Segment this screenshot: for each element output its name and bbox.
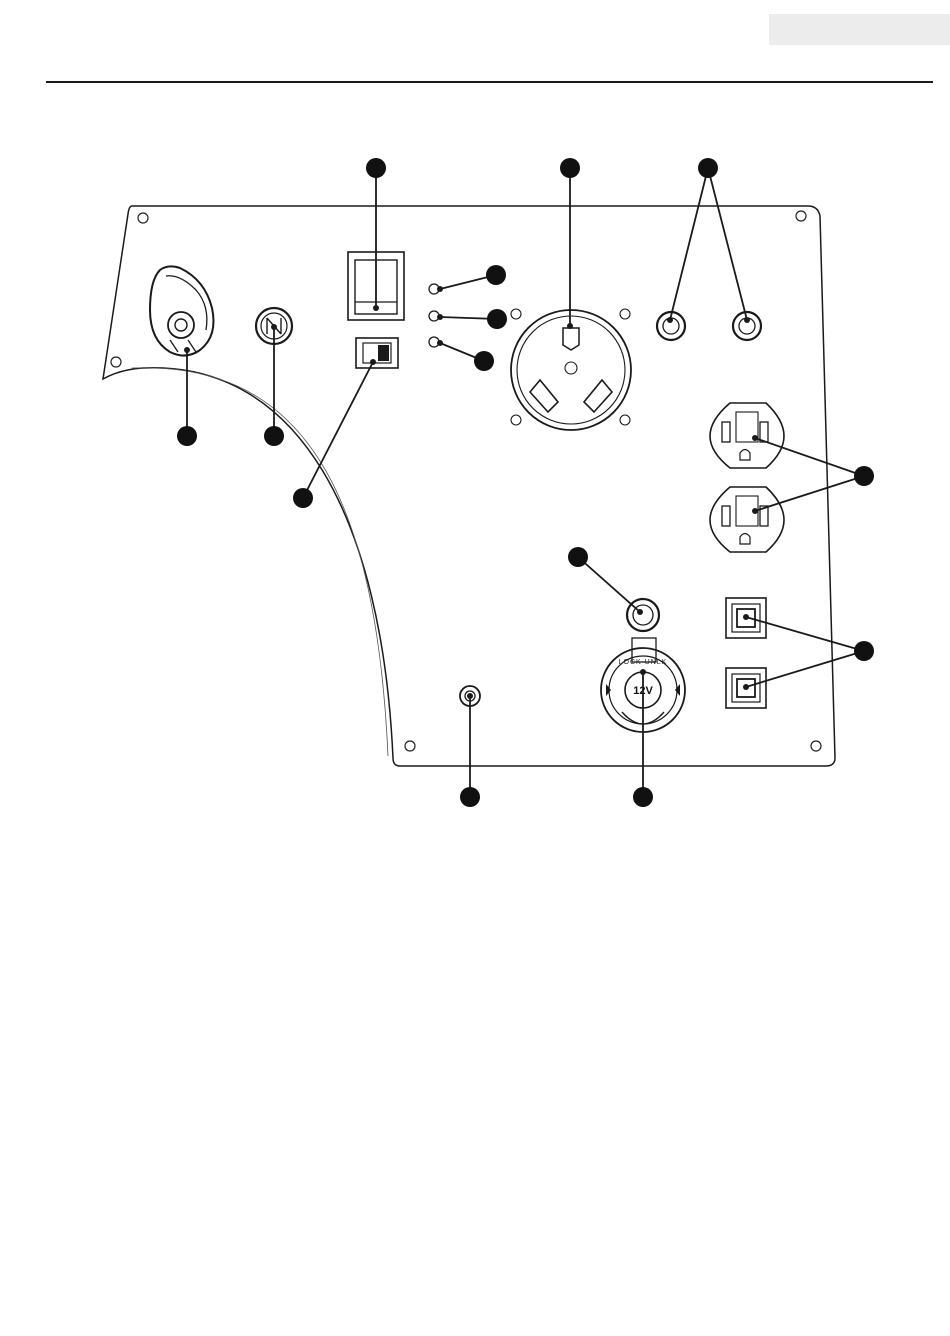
screw-icon (811, 741, 821, 751)
screw-icon (138, 213, 148, 223)
choke-key-icon[interactable] (150, 266, 214, 355)
callout-badge (698, 158, 718, 178)
callout-badge (264, 426, 284, 446)
panel-cutout-arc (132, 368, 388, 756)
callout-badge (177, 426, 197, 446)
screw-icon (796, 211, 806, 221)
leader-lines (187, 168, 864, 797)
rocker-switch-icon[interactable] (356, 338, 398, 368)
callout-badge (854, 466, 874, 486)
socket-ring-text: LOCK UNLK (619, 659, 668, 666)
screw-icon (405, 741, 415, 751)
breaker-button-icon[interactable] (733, 312, 761, 340)
callout-badge (366, 158, 386, 178)
screw-icon (111, 357, 121, 367)
callout-badge (487, 309, 507, 329)
callout-badge (486, 265, 506, 285)
leader-end-dots (184, 286, 758, 699)
duplex-outlet-icon[interactable] (710, 487, 784, 552)
callout-badge (560, 158, 580, 178)
callout-badge (568, 547, 588, 567)
callout-badge (293, 488, 313, 508)
callout-badge (854, 641, 874, 661)
callout-badge (633, 787, 653, 807)
duplex-outlet-icon[interactable] (710, 403, 784, 468)
callout-badge (474, 351, 494, 371)
callout-badge (460, 787, 480, 807)
